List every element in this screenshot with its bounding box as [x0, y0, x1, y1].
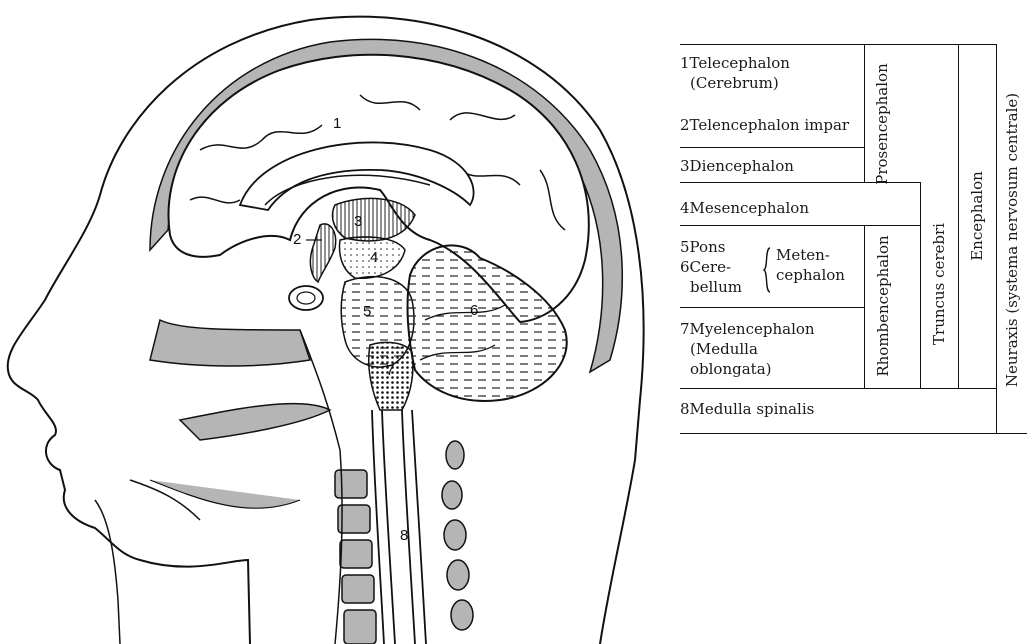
group-encephalon: Encephalon	[968, 171, 986, 261]
row-1-number: 1	[680, 54, 690, 72]
brain-division-table: 1Telecephalon (Cerebrum) 2Telencephalon …	[680, 44, 1027, 434]
row-7: 7Myelencephalon	[680, 320, 815, 339]
row-6-number: 6	[680, 258, 690, 276]
row-6-text: Cere-	[690, 258, 731, 276]
row-4-number: 4	[680, 199, 690, 217]
row-4-text: Mesencephalon	[690, 199, 809, 217]
row-5: 5Pons	[680, 238, 725, 257]
metencephalon-line2: cephalon	[776, 266, 845, 285]
rule-top	[680, 44, 996, 45]
group-neuraxis: Neuraxis (systema nervosum centrale)	[1003, 93, 1021, 387]
fig-label-8: 8	[400, 527, 408, 544]
row-7-number: 7	[680, 320, 690, 338]
row-3-number: 3	[680, 157, 690, 175]
row-8: 8Medulla spinalis	[680, 400, 814, 419]
row-8-number: 8	[680, 400, 690, 418]
row-7-text: Myelencephalon	[690, 320, 815, 338]
group-truncus-cerebri: Truncus cerebri	[930, 223, 948, 345]
row-4: 4Mesencephalon	[680, 199, 809, 218]
row-1-text: Telecephalon	[690, 54, 790, 72]
fig-label-5: 5	[363, 303, 371, 320]
fig-label-1: 1	[333, 115, 341, 132]
telencephalon-impar	[310, 224, 335, 282]
row-1: 1Telecephalon	[680, 54, 790, 73]
fig-label-4: 4	[370, 249, 378, 266]
hypophysis	[289, 286, 323, 310]
oral-cavity	[180, 404, 330, 440]
fig-label-7: 7	[386, 362, 394, 379]
row-5-number: 5	[680, 238, 690, 256]
spinal-cord	[372, 410, 426, 644]
row-7-sub1: (Medulla	[690, 340, 758, 359]
row-7-sub2: oblongata)	[690, 360, 772, 379]
group-rhombencephalon: Rhombencephalon	[874, 235, 892, 376]
row-6-sub: bellum	[690, 278, 742, 297]
row-2-text: Telencephalon impar	[690, 116, 850, 134]
fig-label-3: 3	[354, 213, 362, 230]
fig-label-2: 2	[293, 231, 301, 248]
row-1-sub: (Cerebrum)	[690, 74, 779, 93]
row-6: 6Cere-	[680, 258, 731, 277]
row-2-number: 2	[680, 116, 690, 134]
metencephalon-line1: Meten-	[776, 246, 830, 265]
group-prosencephalon: Prosencephalon	[873, 63, 891, 185]
row-3-text: Diencephalon	[690, 157, 794, 175]
row-2: 2Telencephalon impar	[680, 116, 849, 135]
brace-icon	[762, 246, 774, 294]
diencephalon	[332, 198, 415, 240]
row-8-text: Medulla spinalis	[690, 400, 815, 418]
rule-bottom	[680, 433, 1027, 434]
fig-label-6: 6	[470, 302, 478, 319]
row-3: 3Diencephalon	[680, 157, 794, 176]
brain-sagittal-illustration: 1 2 3 4 5 6 7 8	[0, 0, 660, 644]
nasal-cavity	[150, 320, 310, 366]
row-5-text: Pons	[690, 238, 726, 256]
